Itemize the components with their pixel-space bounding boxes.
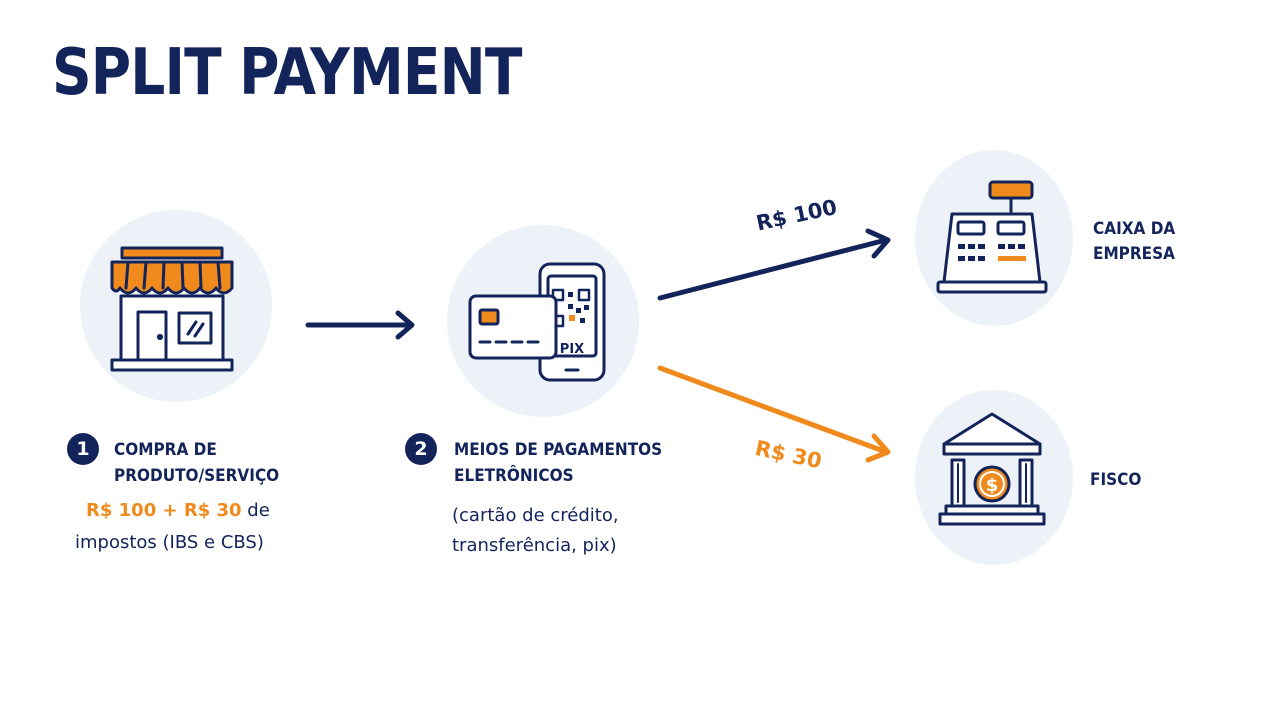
step-1-badge: 1 (67, 433, 99, 465)
step-2-detail-line-1: (cartão de crédito, (452, 505, 619, 526)
step-1-price-suffix: de (241, 500, 270, 521)
step-1-price-plus: + (156, 500, 184, 521)
step-1-price-tax: R$ 30 (183, 500, 242, 521)
step-1-title-line-2: PRODUTO/SERVIÇO (114, 466, 280, 486)
destination-company-line-1: CAIXA DA (1093, 219, 1176, 239)
storefront-icon (110, 246, 234, 372)
arrow-to-company (657, 228, 891, 301)
destination-government-line-1: FISCO (1090, 470, 1142, 490)
step-2-badge: 2 (405, 433, 437, 465)
page-title: SPLIT PAYMENT (52, 36, 522, 110)
step-2-detail-line-2: transferência, pix) (452, 535, 617, 556)
step-2-title-line-1: MEIOS DE PAGAMENTOS (454, 440, 663, 460)
step-2-title: MEIOS DE PAGAMENTOS ELETRÔNICOS (454, 437, 662, 489)
step-1-title: COMPRA DE PRODUTO/SERVIÇO (114, 437, 279, 489)
arrow-purchase-to-payment (305, 310, 415, 340)
step-2-title-line-2: ELETRÔNICOS (454, 466, 574, 486)
card-and-phone-icon (468, 262, 606, 382)
step-1-title-line-1: COMPRA DE (114, 440, 217, 460)
government-bank-icon (938, 412, 1046, 526)
step-1-price-base: R$ 100 (86, 500, 157, 521)
step-1-price: R$ 100 + R$ 30 de (86, 498, 270, 524)
destination-government-label: FISCO (1090, 468, 1141, 493)
destination-company-label: CAIXA DA EMPRESA (1093, 217, 1175, 267)
arrow-to-government (657, 365, 891, 463)
dollar-coin-symbol: $ (986, 475, 999, 496)
destination-company-line-2: EMPRESA (1093, 244, 1175, 264)
step-1-detail: impostos (IBS e CBS) (75, 532, 264, 553)
cash-register-icon (936, 180, 1048, 294)
pix-label: PIX (560, 342, 584, 357)
